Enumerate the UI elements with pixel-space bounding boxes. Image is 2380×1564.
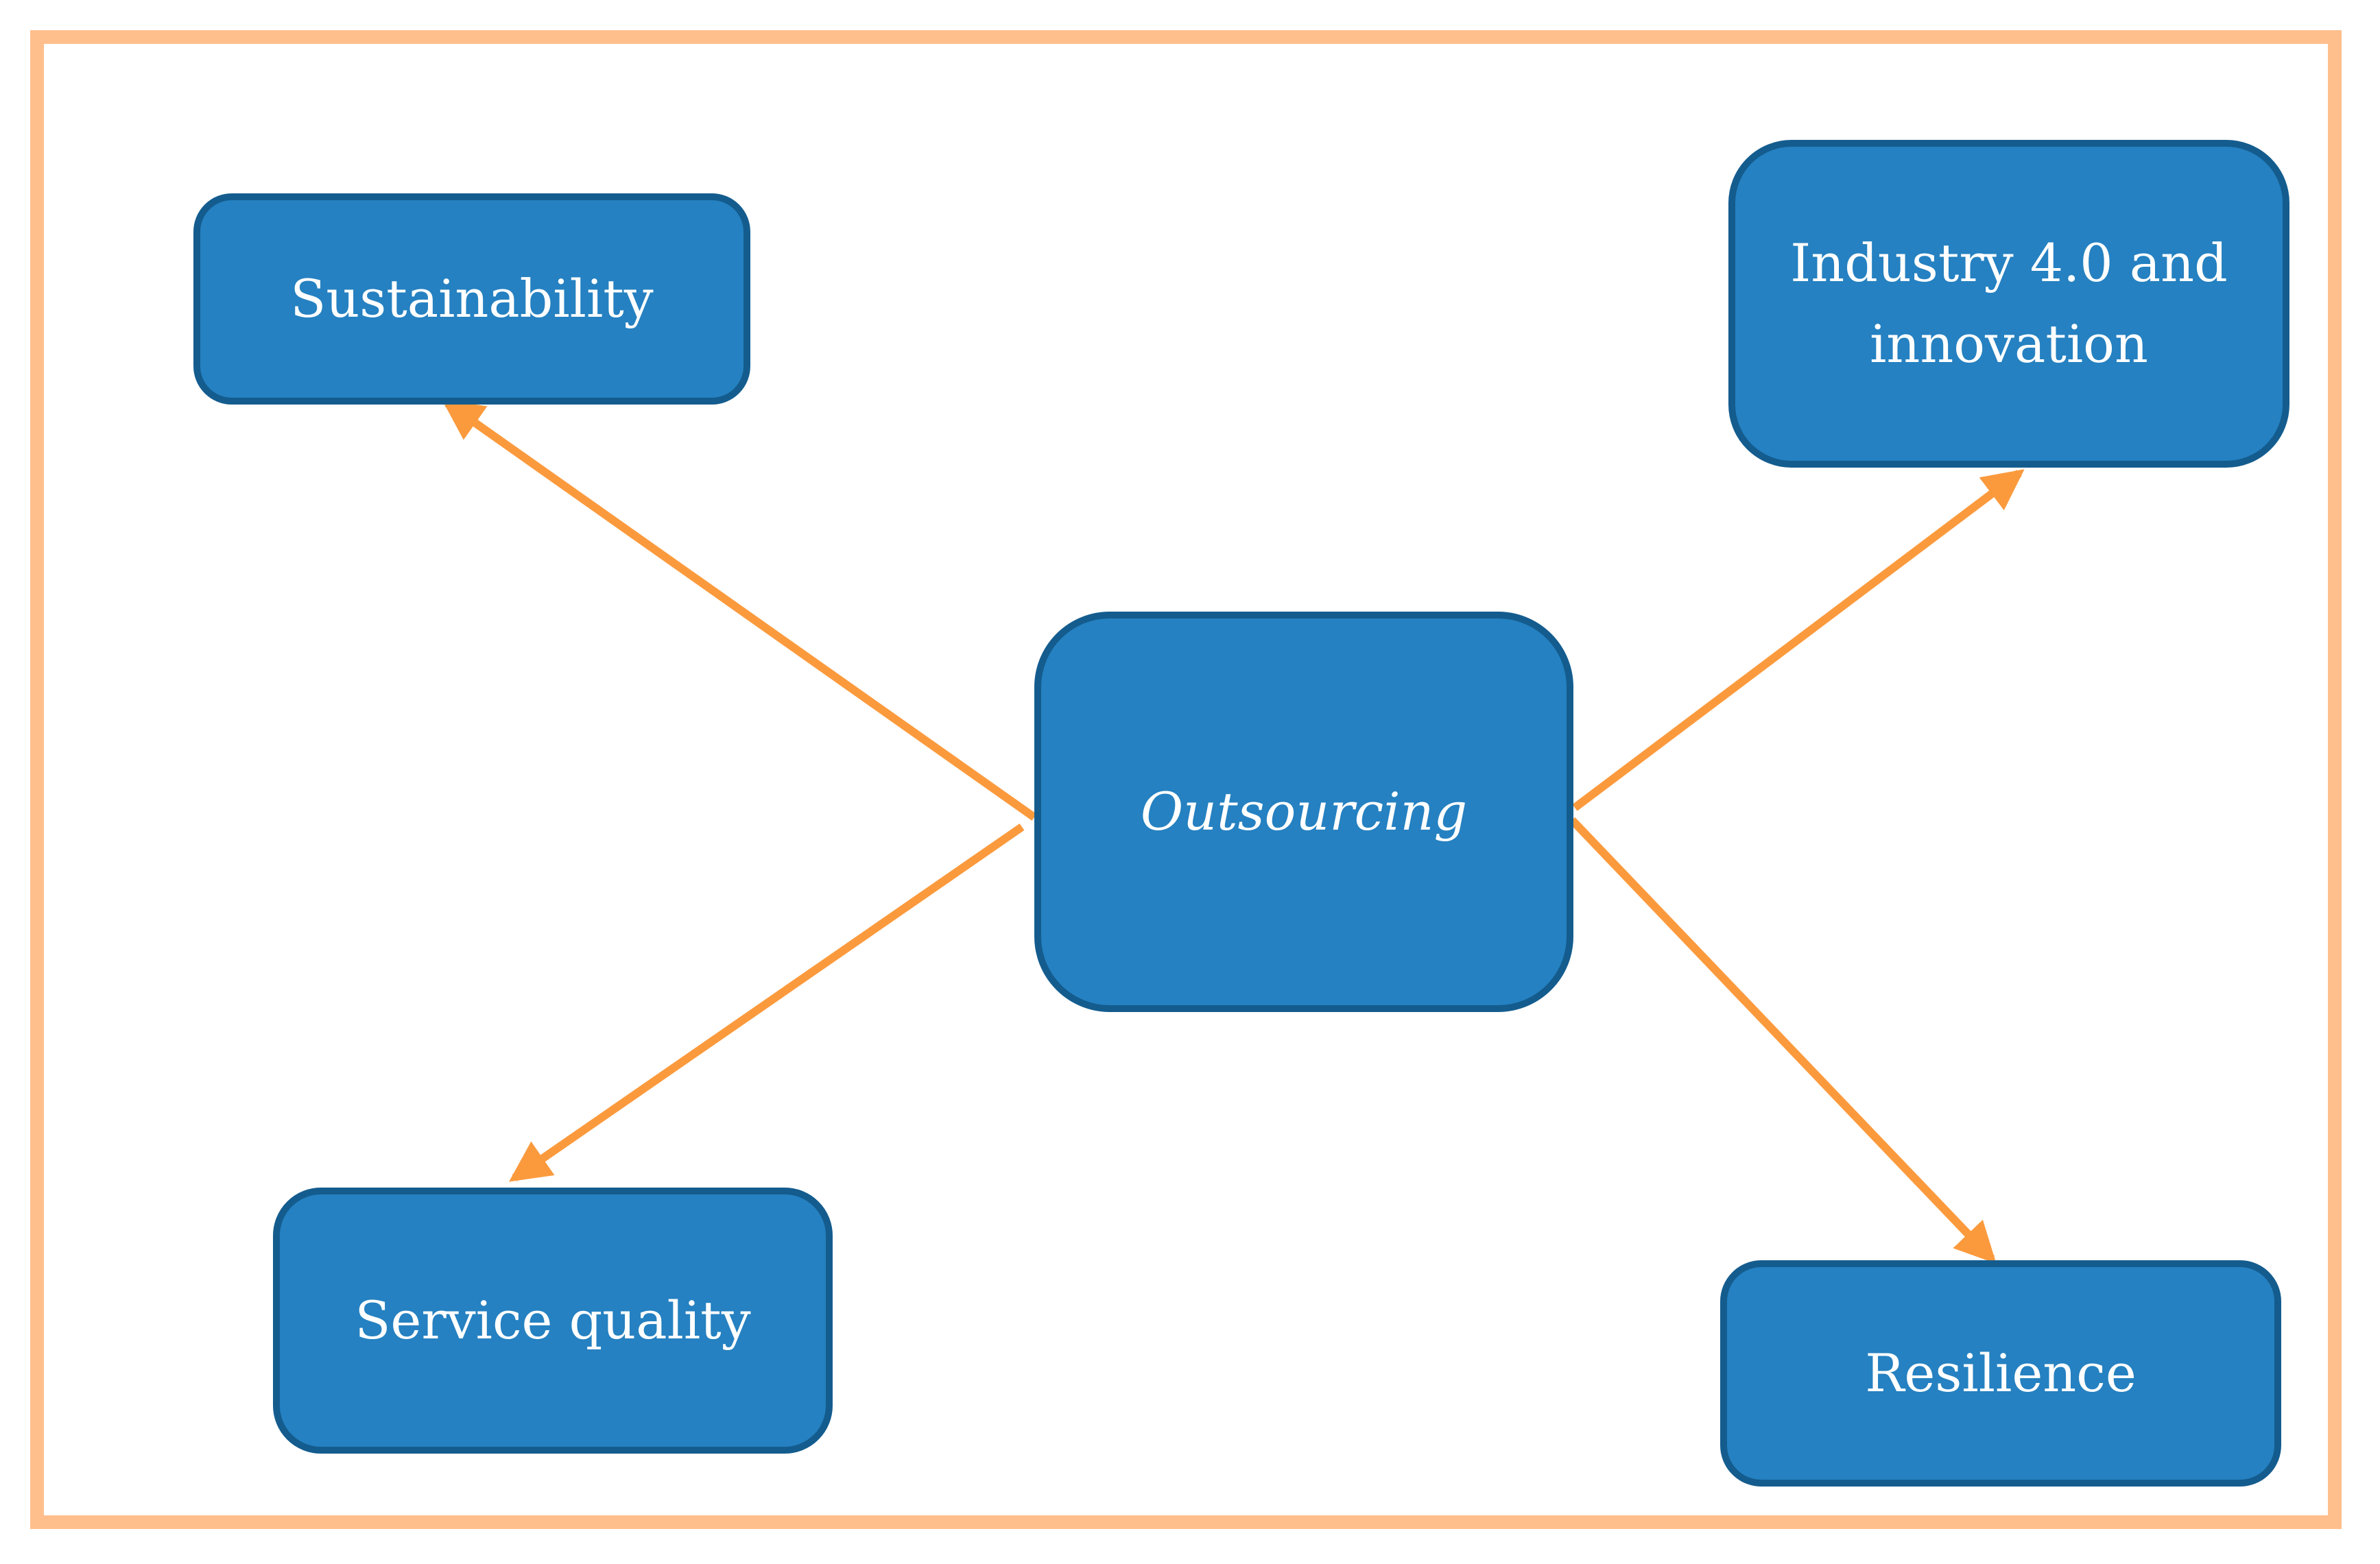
arrow-to-industry (1572, 469, 2025, 811)
node-service-quality-label: Service quality (355, 1290, 751, 1351)
arrow-to-sustainability (442, 399, 1037, 821)
node-outsourcing-label: Outsourcing (1140, 781, 1468, 843)
node-industry-innovation: Industry 4.0 and innovation (1728, 140, 2289, 468)
node-outsourcing: Outsourcing (1034, 612, 1573, 1012)
node-sustainability: Sustainability (193, 193, 750, 405)
node-industry-innovation-label: Industry 4.0 and innovation (1790, 232, 2228, 374)
node-resilience-label: Resilience (1865, 1343, 2137, 1404)
node-resilience: Resilience (1720, 1260, 2281, 1487)
arrow-to-resilience (1569, 817, 1997, 1264)
node-service-quality: Service quality (273, 1188, 833, 1454)
arrow-to-service-quality (509, 823, 1025, 1182)
diagram-frame (30, 30, 2342, 1529)
node-sustainability-label: Sustainability (290, 268, 654, 330)
